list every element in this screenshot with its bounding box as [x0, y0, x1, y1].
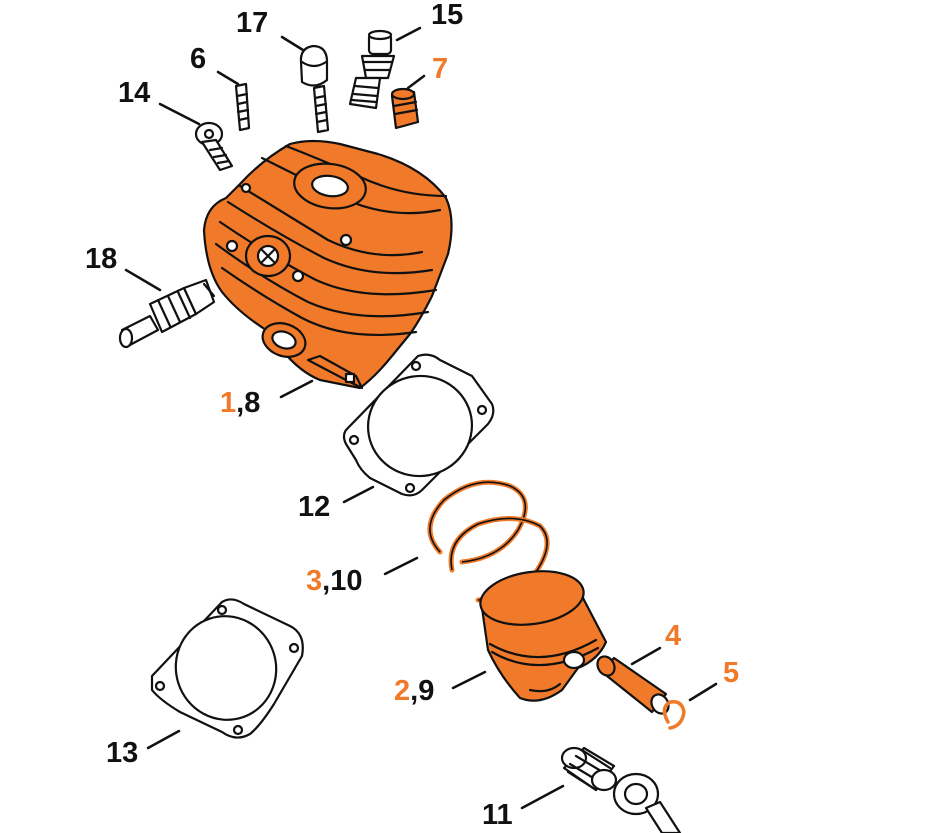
piston-pin-4 [596, 655, 670, 715]
label-18: 18 [85, 243, 117, 275]
screw-14 [194, 121, 234, 172]
label-14: 14 [118, 77, 150, 109]
plug-7 [390, 87, 420, 130]
label-3: 3 [306, 565, 322, 597]
needle-cage-11 [560, 746, 618, 792]
label-15: 15 [431, 0, 463, 31]
label-17: 17 [236, 7, 268, 39]
leader-lines [124, 26, 718, 810]
spark-plug-18 [118, 278, 216, 349]
label-12: 12 [298, 491, 330, 523]
label-13: 13 [106, 737, 138, 769]
piston-2 [479, 570, 608, 702]
connecting-rod [612, 772, 682, 833]
callout-labels: 17 15 6 7 14 18 1,8 12 3,10 4 5 2,9 13 1… [85, 0, 739, 831]
label-1-8: 1,8 [220, 387, 260, 419]
stud-6b [312, 84, 330, 134]
label-10: ,10 [322, 565, 362, 597]
stud-6 [234, 82, 251, 132]
cylinder-gasket-12 [342, 353, 495, 497]
label-7: 7 [432, 53, 448, 85]
label-11: 11 [482, 799, 513, 831]
label-6: 6 [190, 43, 206, 75]
label-2: 2 [394, 675, 410, 707]
label-1: 1 [220, 387, 236, 419]
label-8: ,8 [236, 387, 260, 419]
label-2-9: 2,9 [394, 675, 434, 707]
label-4: 4 [665, 620, 681, 652]
base-gasket-13 [150, 598, 304, 739]
label-5: 5 [723, 657, 739, 689]
label-9: ,9 [410, 675, 434, 707]
circlip-5 [662, 699, 686, 730]
decompression-valve-15 [348, 29, 396, 110]
cylinder-1 [202, 139, 453, 390]
decompression-valve-cap-17 [299, 44, 329, 87]
label-3-10: 3,10 [306, 565, 362, 597]
